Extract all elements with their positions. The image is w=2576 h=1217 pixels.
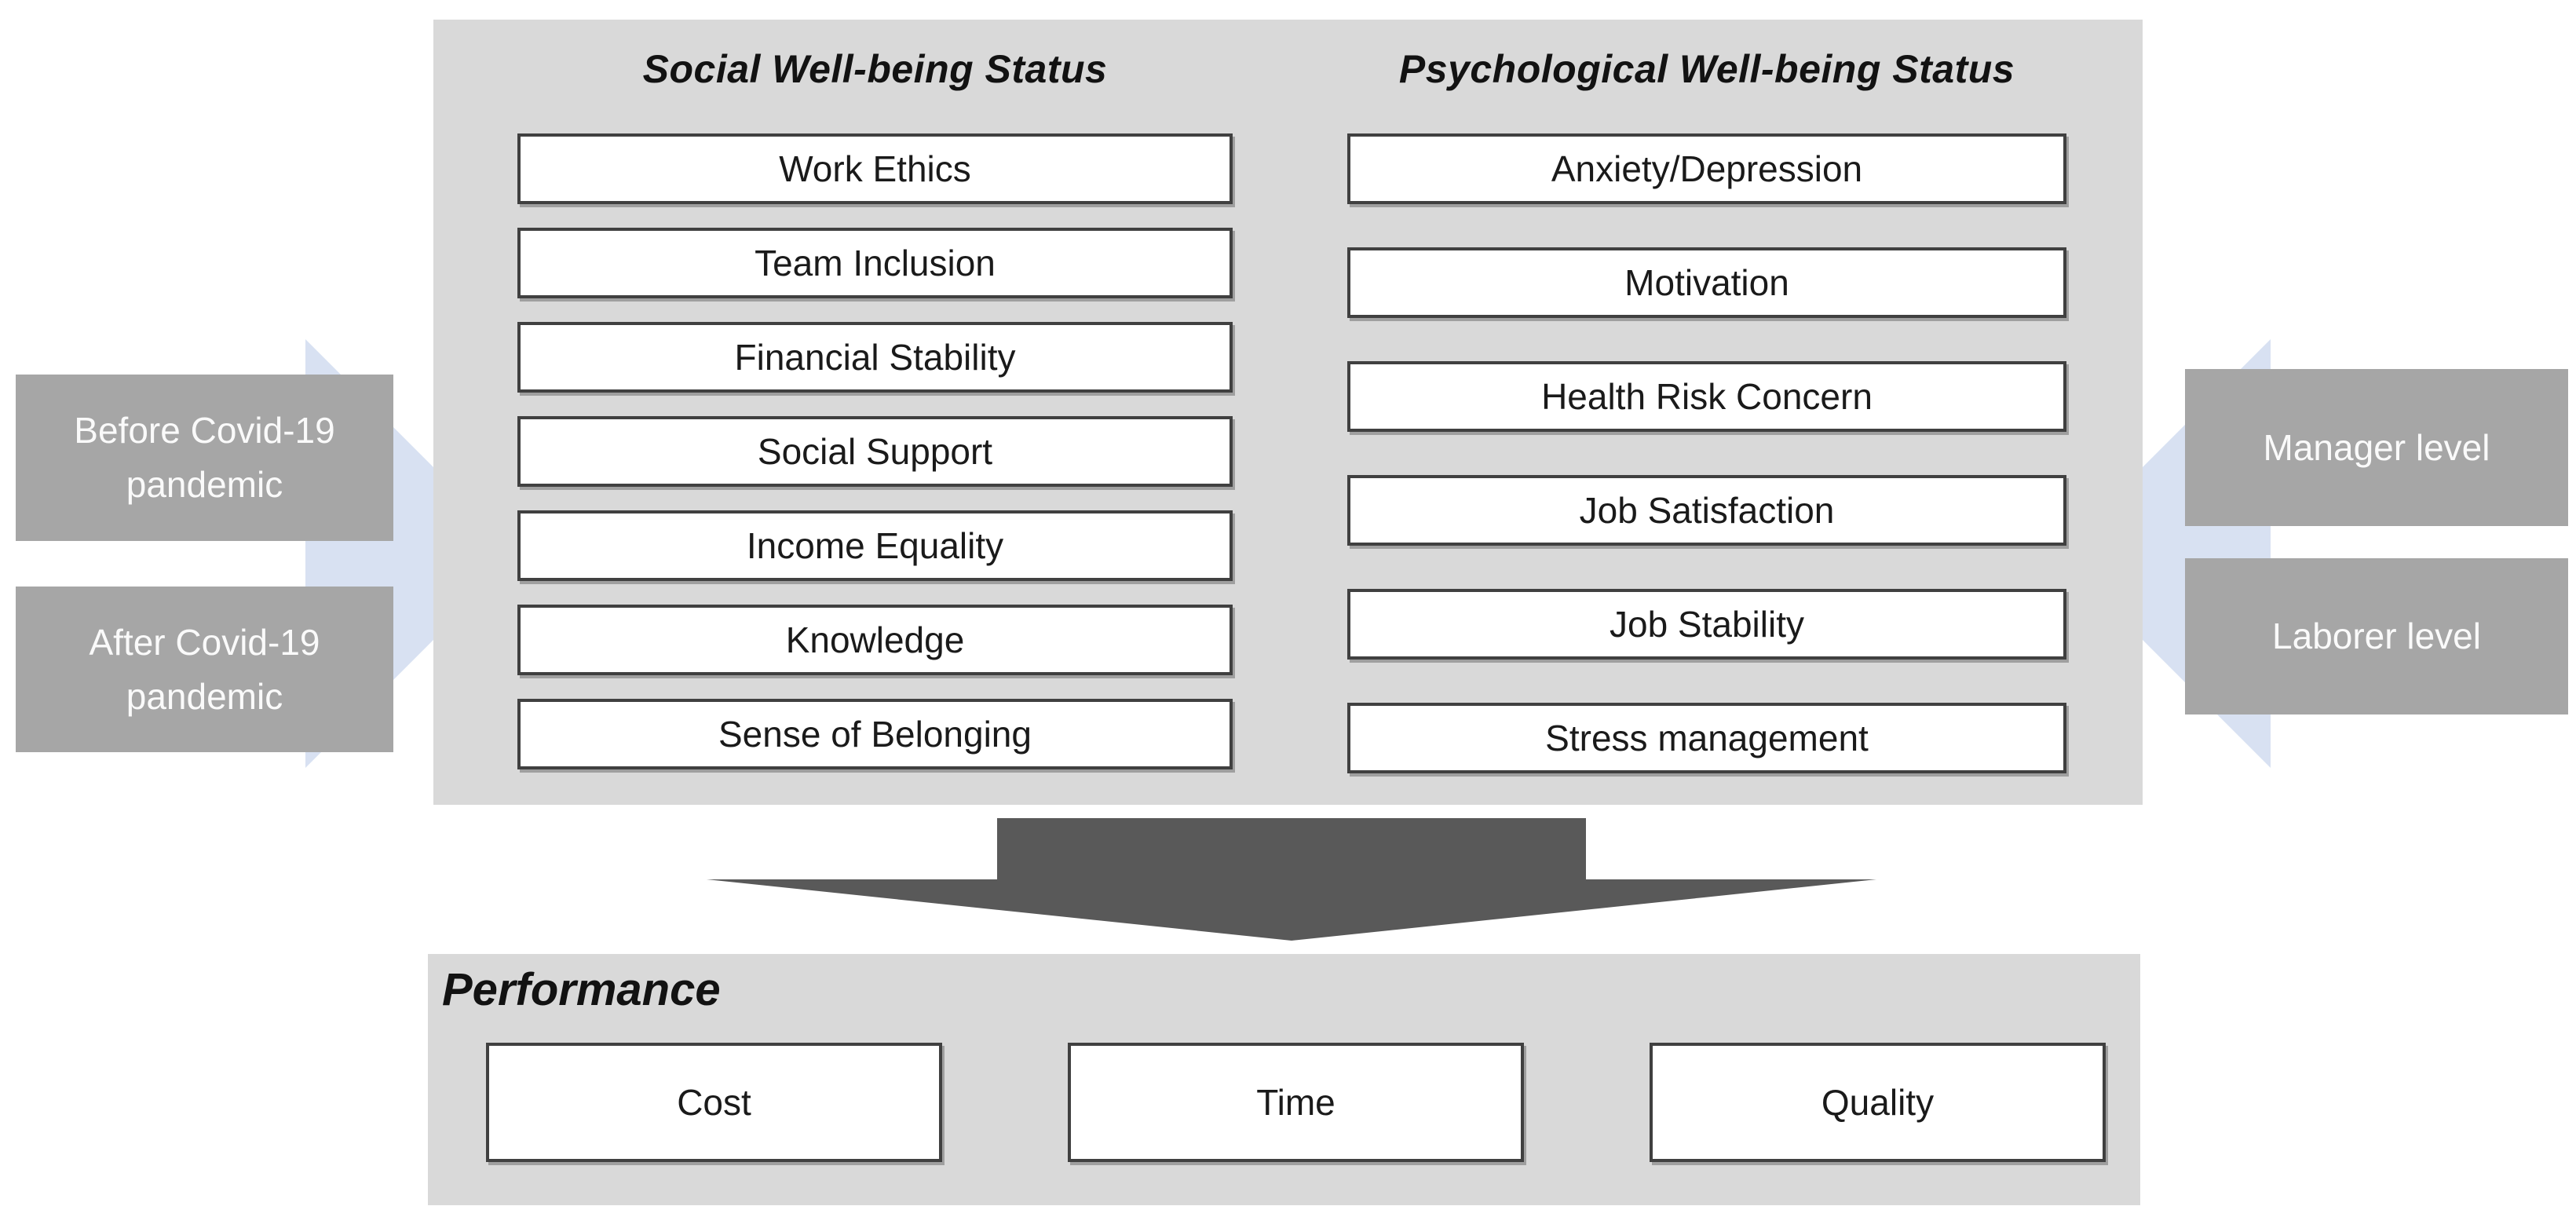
status-box-label: Anxiety/Depression — [1551, 148, 1863, 189]
performance-title: Performance — [442, 964, 721, 1015]
status-box: Work Ethics — [517, 133, 1233, 204]
performance-box-label: Time — [1256, 1082, 1336, 1123]
status-box-label: Work Ethics — [779, 148, 971, 189]
laborer-level-box: Laborer level — [2185, 558, 2568, 714]
before-covid-box: Before Covid-19 pandemic — [16, 375, 393, 541]
psychological-wellbeing-column: Psychological Well-being Status Anxiety/… — [1347, 20, 2066, 805]
status-box: Health Risk Concern — [1347, 361, 2066, 432]
status-box-label: Team Inclusion — [755, 243, 996, 283]
manager-level-label: Manager level — [2263, 426, 2490, 468]
status-box-label: Job Stability — [1609, 604, 1804, 645]
status-box: Job Satisfaction — [1347, 475, 2066, 546]
status-box-label: Motivation — [1624, 262, 1789, 303]
after-covid-label: After Covid-19 pandemic — [89, 621, 320, 717]
status-box: Stress management — [1347, 703, 2066, 773]
status-box-label: Social Support — [757, 431, 993, 472]
performance-box-label: Cost — [677, 1082, 751, 1123]
status-box: Sense of Belonging — [517, 699, 1233, 769]
status-box: Income Equality — [517, 510, 1233, 581]
performance-box: Cost — [486, 1043, 942, 1162]
status-box: Team Inclusion — [517, 228, 1233, 298]
psychological-column-title: Psychological Well-being Status — [1398, 47, 2015, 91]
before-covid-label: Before Covid-19 pandemic — [74, 410, 335, 505]
status-box-label: Sense of Belonging — [718, 714, 1032, 755]
status-box: Knowledge — [517, 605, 1233, 675]
performance-panel: Performance Cost Time Quality — [428, 954, 2140, 1205]
performance-box: Quality — [1650, 1043, 2106, 1162]
status-box: Anxiety/Depression — [1347, 133, 2066, 204]
performance-box: Time — [1068, 1043, 1524, 1162]
status-box-label: Stress management — [1545, 718, 1869, 758]
status-box: Job Stability — [1347, 589, 2066, 660]
status-box: Financial Stability — [517, 322, 1233, 393]
social-wellbeing-column: Social Well-being Status Work Ethics Tea… — [517, 20, 1233, 805]
status-box: Motivation — [1347, 247, 2066, 318]
status-box-label: Financial Stability — [734, 337, 1016, 378]
status-box: Social Support — [517, 416, 1233, 487]
laborer-level-label: Laborer level — [2272, 616, 2481, 656]
status-box-label: Health Risk Concern — [1541, 376, 1873, 417]
status-box-label: Income Equality — [746, 525, 1004, 566]
wellbeing-panel: Social Well-being Status Work Ethics Tea… — [433, 20, 2143, 805]
down-arrow-shape — [707, 818, 1876, 941]
manager-level-box: Manager level — [2185, 369, 2568, 526]
after-covid-box: After Covid-19 pandemic — [16, 587, 393, 752]
social-status-list: Work Ethics Team Inclusion Financial Sta… — [517, 133, 1233, 769]
down-arrow-icon — [707, 818, 1876, 941]
performance-box-label: Quality — [1821, 1082, 1935, 1123]
status-box-label: Job Satisfaction — [1579, 490, 1835, 531]
social-column-title: Social Well-being Status — [642, 47, 1108, 91]
psychological-status-list: Anxiety/Depression Motivation Health Ris… — [1347, 133, 2066, 773]
status-box-label: Knowledge — [785, 619, 965, 660]
